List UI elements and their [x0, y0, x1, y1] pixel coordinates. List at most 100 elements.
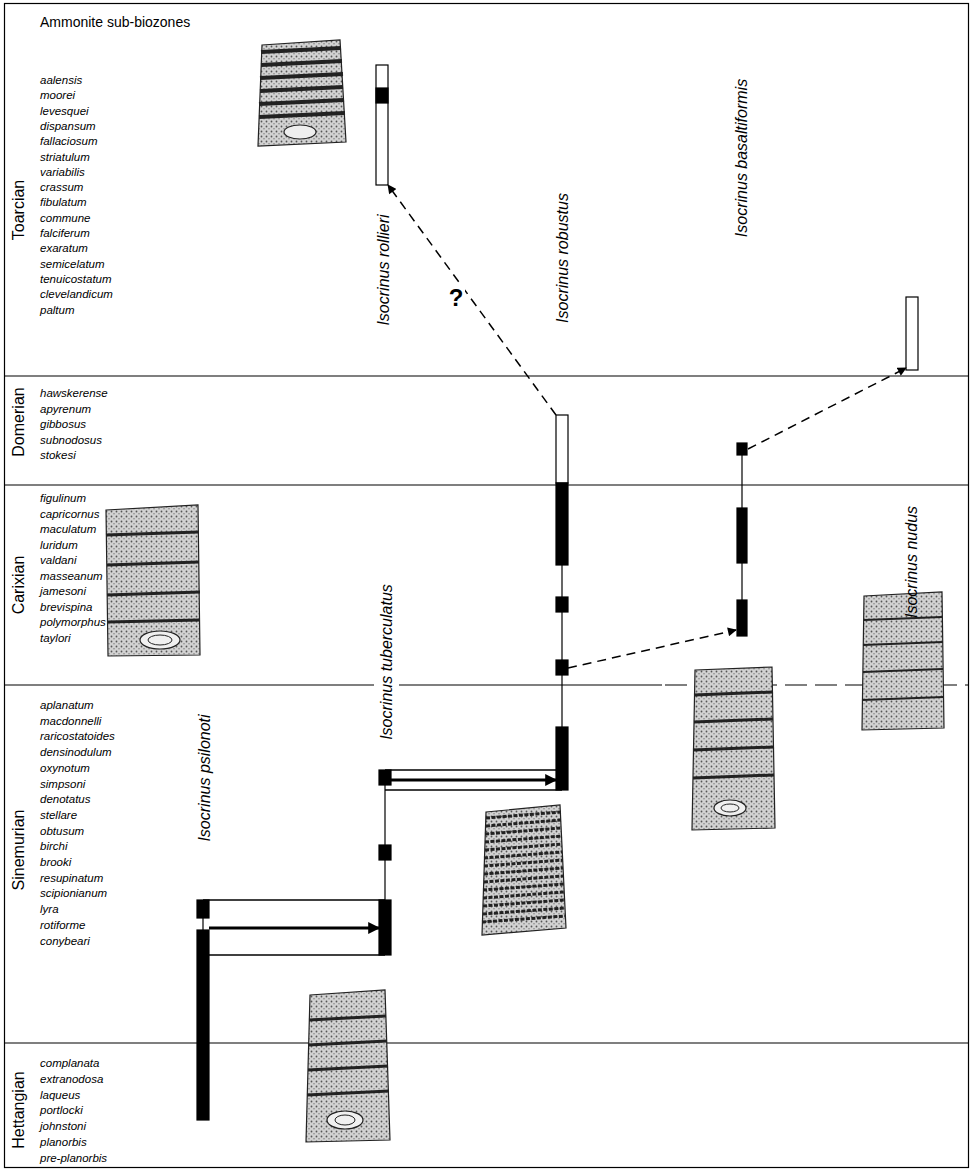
- subzone-name: brooki: [40, 855, 71, 869]
- subzone-name: variabilis: [40, 165, 85, 179]
- migration-arrow: [209, 927, 379, 930]
- stage-boundary: [5, 684, 374, 685]
- stem-fossil: [486, 812, 561, 818]
- species-range: Isocrinus tuberculatus: [379, 770, 391, 955]
- species-name: Isocrinus psilonoti: [196, 714, 214, 841]
- subzone-name: polymorphus: [40, 615, 106, 629]
- stem-fossil: [306, 990, 390, 1142]
- stem-fossil: [482, 916, 565, 922]
- stem-fossil: [108, 620, 200, 622]
- stage-boundary: [5, 1042, 968, 1043]
- stem-fossil: [485, 828, 561, 834]
- subzone-name: dispansum: [40, 119, 96, 133]
- subzone-name: planorbis: [40, 1135, 87, 1149]
- stem-fossil: [259, 100, 344, 104]
- subzone-name: exaratum: [40, 241, 88, 255]
- subzone-name: extranodosa: [40, 1072, 103, 1086]
- range-bar: [379, 845, 391, 860]
- stage-boundary: [399, 684, 662, 685]
- subzone-name: subnodosus: [40, 433, 102, 447]
- stage-name: Sinemurian: [10, 810, 28, 891]
- stem-fossil: [107, 592, 200, 595]
- stem-fossil: [306, 990, 390, 1142]
- stem-fossil: [261, 48, 341, 52]
- stem-fossil: [863, 669, 943, 672]
- species-name: Isocrinus tuberculatus: [378, 584, 396, 740]
- stem-fossil: [484, 852, 562, 858]
- subzone-name: fallaciosum: [40, 134, 98, 148]
- subzone-name: tenuicostatum: [40, 272, 112, 286]
- subzone-name: portlocki: [40, 1103, 83, 1117]
- stem-fossil: [258, 40, 346, 146]
- subzone-name: oxynotum: [40, 761, 90, 775]
- stem-fossil: [308, 1066, 388, 1070]
- subzone-name: resupinatum: [40, 871, 103, 885]
- stem-fossil: [308, 1041, 387, 1045]
- range-bar: [561, 565, 562, 597]
- subzone-name: stellare: [40, 808, 77, 822]
- migration-arrow: [391, 779, 556, 782]
- range-bar: [906, 297, 918, 370]
- subzone-name: apyrenum: [40, 402, 91, 416]
- stage-boundary: [5, 375, 968, 376]
- stem-fossil: [714, 800, 746, 816]
- subzone-name: macdonnelli: [40, 714, 101, 728]
- stem-fossil: [694, 692, 773, 695]
- stem-fossil: [307, 1016, 389, 1095]
- subzone-name: laqueus: [40, 1088, 80, 1102]
- subzone-name: stokesi: [40, 448, 76, 462]
- species-name: Isocrinus nudus: [903, 506, 921, 618]
- species-range: Isocrinus rollieri: [376, 65, 388, 185]
- range-bar: [202, 918, 203, 930]
- stem-fossil: [484, 860, 563, 866]
- stem-fossil: [863, 642, 943, 645]
- descent-arrow: [748, 368, 906, 449]
- stem-fossil: [106, 505, 200, 656]
- subzone-name: aalensis: [40, 73, 82, 87]
- stem-fossil: [482, 805, 566, 935]
- range-bar: [379, 770, 391, 785]
- stem-fossil: [309, 1016, 386, 1020]
- frame: [5, 4, 969, 1168]
- subzone-name: moorei: [40, 88, 75, 102]
- stem-fossil: [693, 692, 774, 778]
- subzone-name: aplanatum: [40, 698, 94, 712]
- stage-name: Carixian: [10, 556, 28, 615]
- range-bar: [384, 860, 385, 900]
- subzone-name: striatulum: [40, 150, 90, 164]
- stem-fossil: [260, 87, 343, 91]
- subzone-name: taylori: [40, 631, 71, 645]
- stem-fossil: [259, 113, 345, 117]
- stem-fossil: [694, 719, 773, 722]
- range-bar: [556, 727, 568, 790]
- range-bar: [741, 563, 742, 600]
- stem-fossil: [148, 635, 172, 645]
- range-bar: [737, 443, 747, 455]
- range-bar: [376, 65, 388, 185]
- species-range: Isocrinus basaltiformis: [736, 443, 748, 636]
- stage-boundary: [5, 484, 968, 485]
- subzone-name: brevispina: [40, 600, 92, 614]
- subzone-name: johnstoni: [40, 1119, 86, 1133]
- subzone-name: crassum: [40, 180, 83, 194]
- migration-box: [385, 789, 562, 790]
- species-range: Isocrinus robustus: [556, 415, 568, 790]
- species-name: Isocrinus basaltiformis: [733, 79, 751, 237]
- subzone-name: clevelandicum: [40, 287, 113, 301]
- range-bar: [197, 930, 209, 1120]
- stem-fossil: [483, 892, 564, 898]
- stage-name: Domerian: [10, 387, 28, 456]
- stem-fossil: [284, 125, 316, 139]
- stem-fossil: [486, 820, 561, 826]
- stem-fossil: [307, 1091, 389, 1095]
- stem-fossil: [261, 61, 342, 65]
- subzone-name: simpsoni: [40, 777, 85, 791]
- subzone-name: conybeari: [40, 934, 90, 948]
- stem-fossil: [862, 617, 944, 700]
- stem-fossil: [721, 804, 739, 812]
- range-bar: [737, 600, 747, 636]
- range-bar: [556, 660, 568, 675]
- stem-fossil: [692, 667, 775, 830]
